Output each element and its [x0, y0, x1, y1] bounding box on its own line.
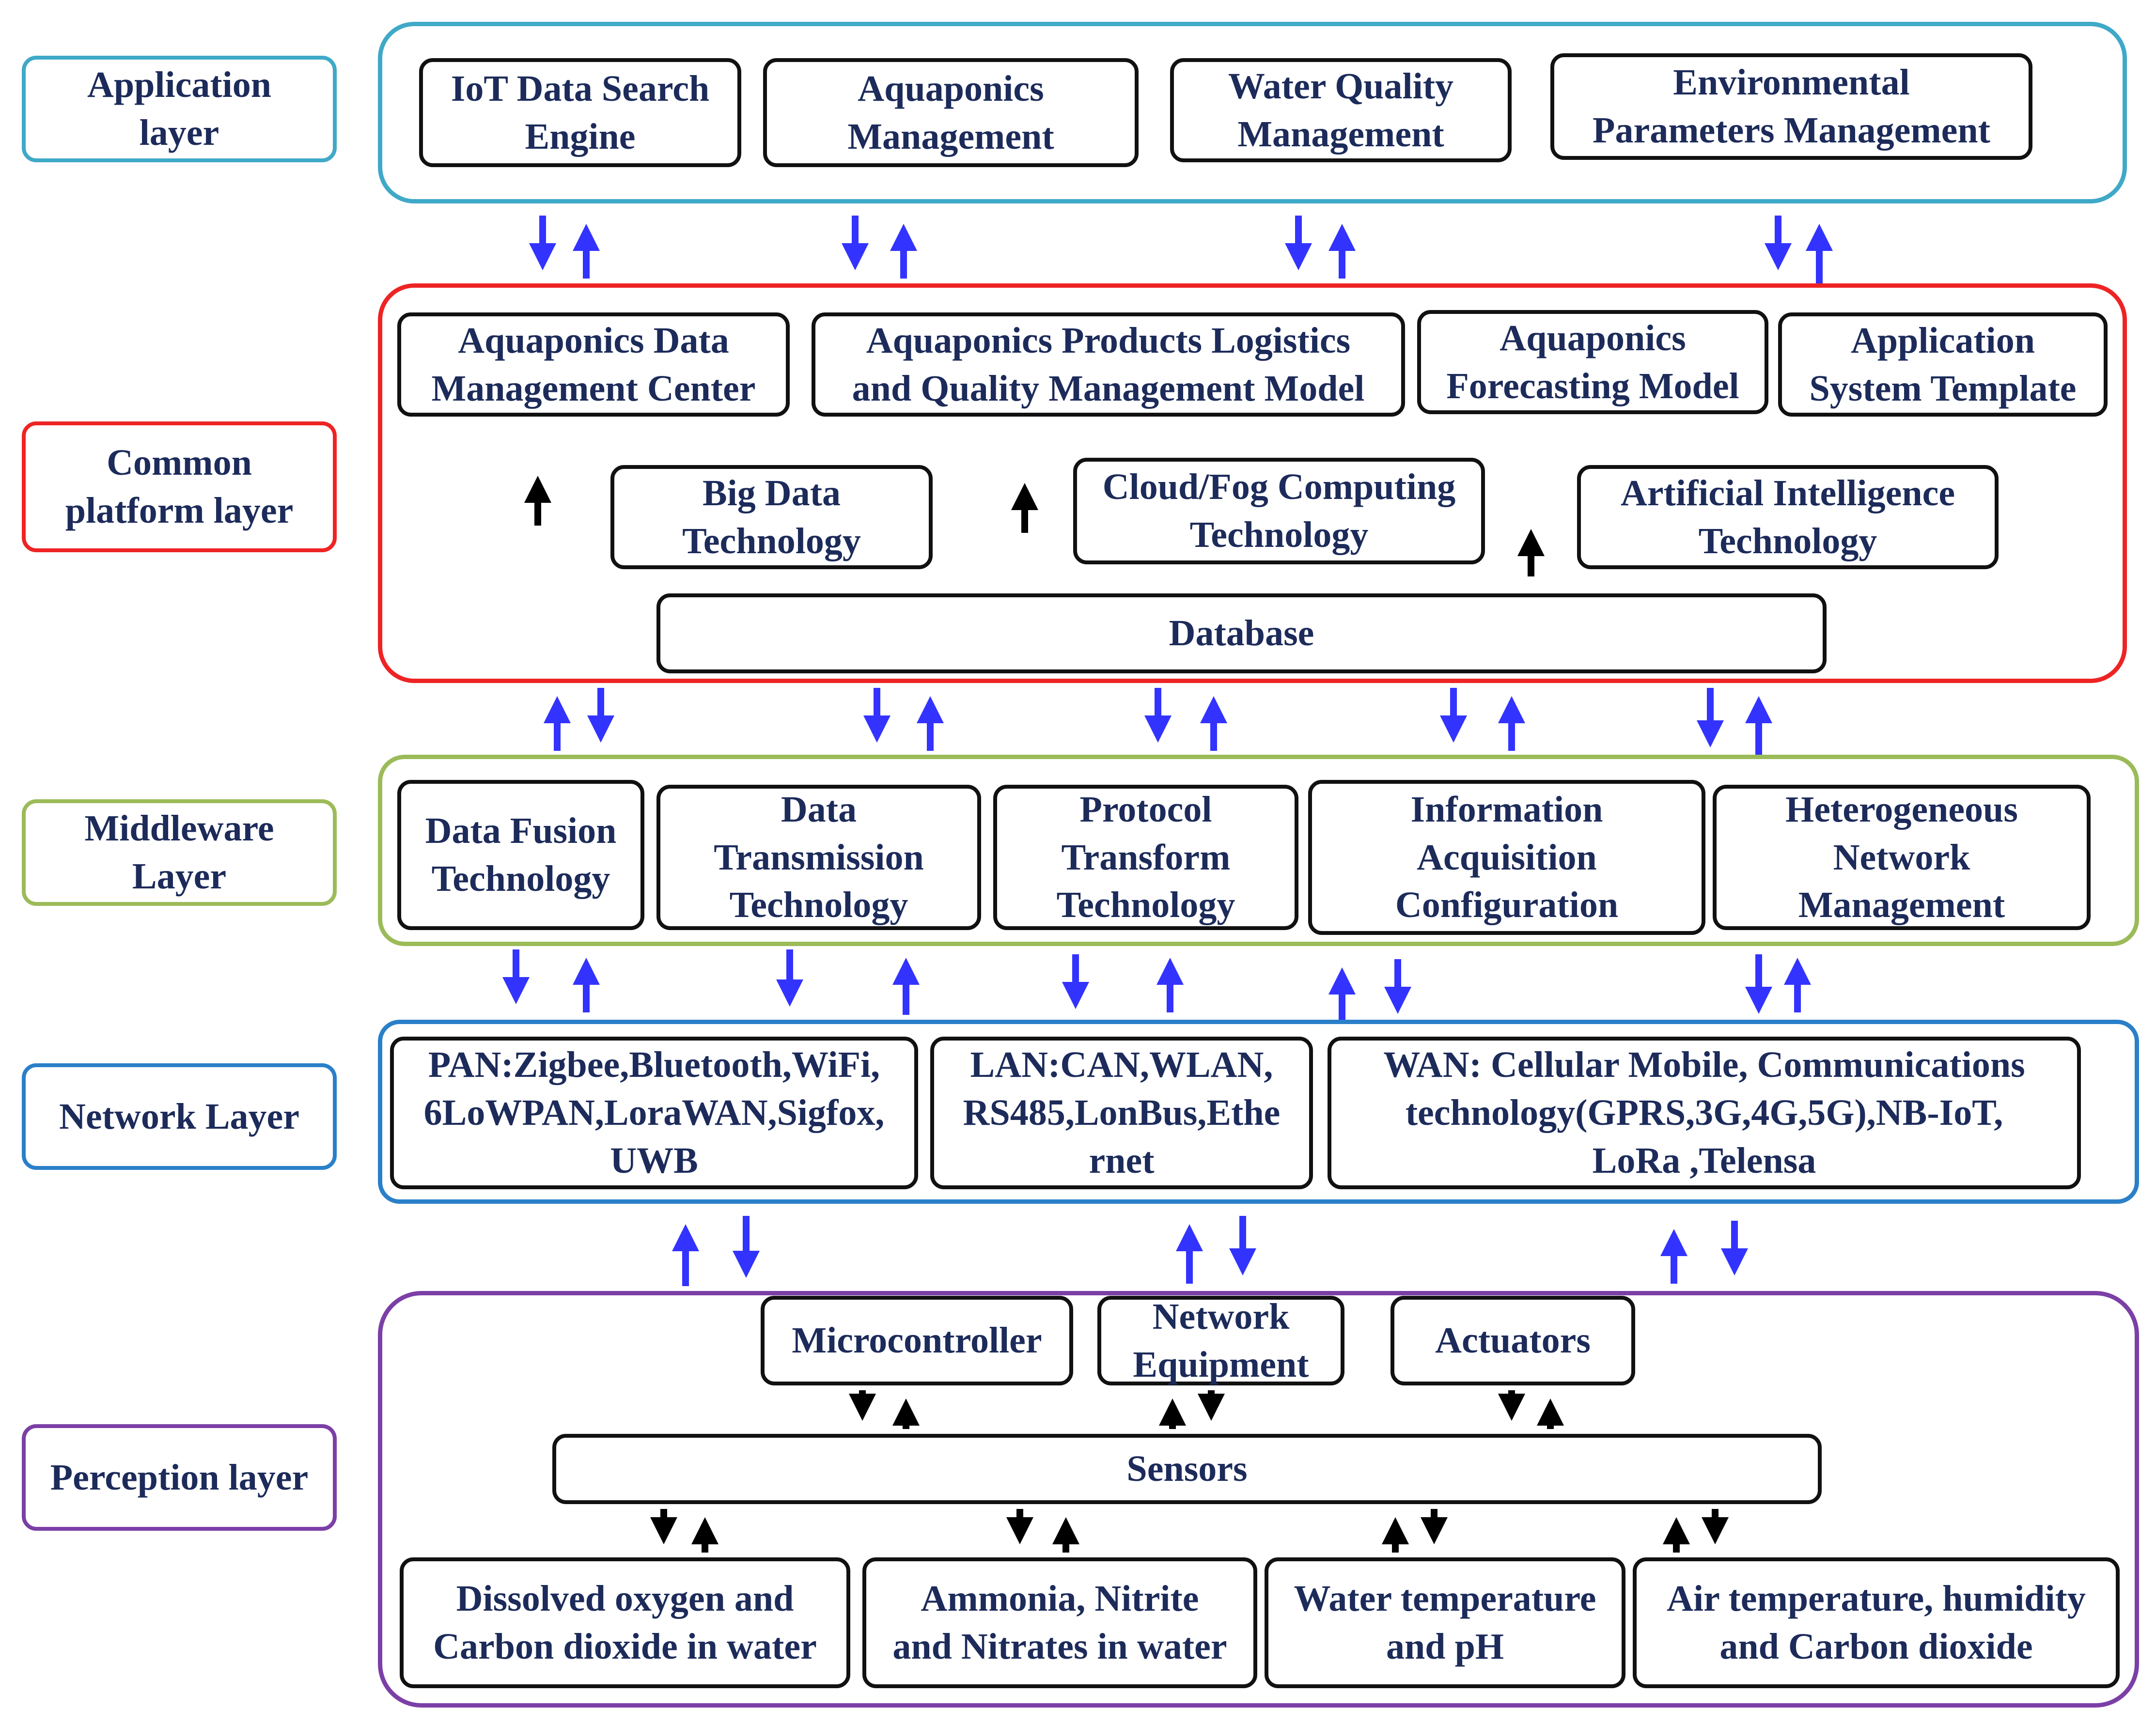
aquaponics-forecasting-model-box: Aquaponics Forecasting Model: [1417, 310, 1768, 414]
pan-technologies-box: PAN:Zigbee,Bluetooth,WiFi, 6LoWPAN,LoraW…: [390, 1037, 918, 1189]
wan-technologies-box: WAN: Cellular Mobile, Communications tec…: [1328, 1037, 2081, 1189]
application-system-template-box: Application System Template: [1778, 312, 2108, 417]
artificial-intelligence-box: Artificial Intelligence Technology: [1577, 465, 1999, 569]
application-layer-label: Application layer: [22, 56, 337, 162]
water-quality-management-box: Water Quality Management: [1170, 58, 1512, 162]
big-data-technology-box: Big Data Technology: [610, 465, 933, 569]
iot-data-search-engine-box: IoT Data Search Engine: [419, 58, 741, 167]
perception-layer-label: Perception layer: [22, 1424, 337, 1531]
heterogeneous-network-management-box: Heterogeneous Network Management: [1713, 785, 2091, 930]
information-acquisition-configuration-box: Information Acquisition Configuration: [1308, 780, 1705, 935]
lan-technologies-box: LAN:CAN,WLAN, RS485,LonBus,Ethe rnet: [930, 1037, 1313, 1189]
perception-layer-panel: [378, 1291, 2139, 1708]
network-layer-label: Network Layer: [22, 1063, 337, 1170]
microcontroller-box: Microcontroller: [761, 1296, 1073, 1385]
cloud-fog-computing-box: Cloud/Fog Computing Technology: [1073, 458, 1485, 564]
platform-layer-panel: [378, 283, 2127, 683]
database-box: Database: [656, 593, 1827, 673]
environmental-parameters-management-box: Environmental Parameters Management: [1550, 53, 2032, 160]
data-fusion-technology-box: Data Fusion Technology: [397, 780, 644, 930]
water-temperature-ph-box: Water temperature and pH: [1265, 1557, 1625, 1688]
logistics-quality-model-box: Aquaponics Products Logistics and Qualit…: [812, 312, 1405, 417]
platform-layer-label: Common platform layer: [22, 421, 337, 552]
protocol-transform-technology-box: Protocol Transform Technology: [993, 785, 1298, 930]
sensors-box: Sensors: [552, 1434, 1822, 1504]
application-layer-panel: [378, 22, 2127, 203]
actuators-box: Actuators: [1390, 1296, 1635, 1385]
network-equipment-box: Network Equipment: [1097, 1296, 1344, 1385]
aquaponics-data-management-center-box: Aquaponics Data Management Center: [397, 312, 790, 417]
data-transmission-technology-box: Data Transmission Technology: [656, 785, 981, 930]
network-layer-panel: [378, 1020, 2139, 1204]
aquaponics-management-box: Aquaponics Management: [763, 58, 1139, 167]
air-temperature-box: Air temperature, humidity and Carbon dio…: [1633, 1557, 2120, 1688]
middleware-layer-label: Middleware Layer: [22, 799, 337, 906]
dissolved-oxygen-box: Dissolved oxygen and Carbon dioxide in w…: [400, 1557, 850, 1688]
ammonia-nitrite-box: Ammonia, Nitrite and Nitrates in water: [862, 1557, 1257, 1688]
middleware-layer-panel: [378, 755, 2139, 946]
